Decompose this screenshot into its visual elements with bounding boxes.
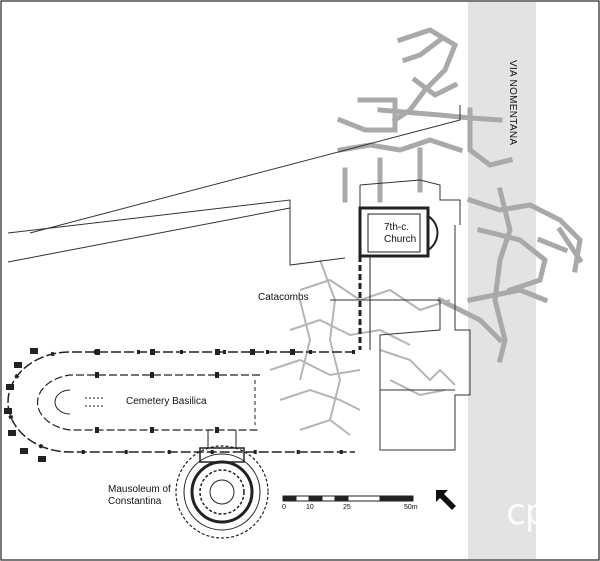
catacomb-passages bbox=[336, 27, 584, 364]
mausoleum-plan bbox=[175, 430, 269, 539]
north-arrow-icon bbox=[436, 490, 456, 510]
catacomb-passages-thin bbox=[269, 259, 456, 436]
scale-tick-0: 0 bbox=[282, 504, 286, 511]
basilica-buttresses bbox=[4, 348, 295, 462]
church-label: 7th-c. Church bbox=[384, 222, 417, 245]
catacombs-label: Catacombs bbox=[258, 292, 309, 303]
basilica-plan bbox=[6, 350, 355, 454]
via-nomentana-band bbox=[468, 2, 536, 559]
basilica-label: Cemetery Basilica bbox=[126, 396, 207, 407]
scale-tick-10: 10 bbox=[306, 504, 314, 511]
via-nomentana-label: VIA NOMENTANA bbox=[507, 60, 518, 146]
mausoleum-label: Mausoleum of Constantina bbox=[108, 484, 171, 507]
watermark: cpbc bbox=[506, 492, 588, 533]
enclosure-walls bbox=[7, 105, 471, 451]
scale-bar bbox=[282, 495, 414, 502]
church-plan bbox=[358, 206, 439, 350]
scale-tick-25: 25 bbox=[343, 504, 351, 511]
scale-tick-50: 50m bbox=[404, 504, 418, 511]
